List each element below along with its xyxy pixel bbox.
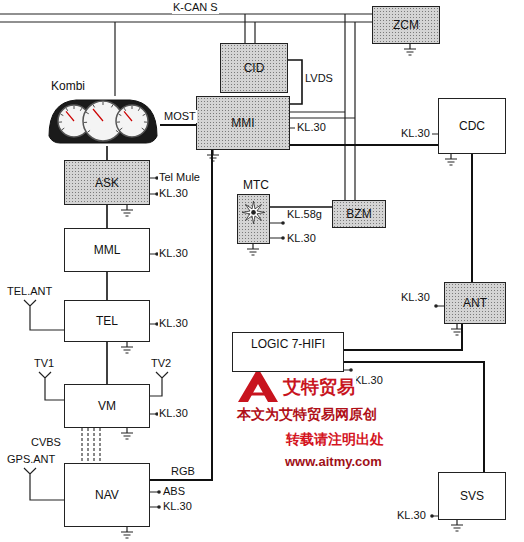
terminal-name: KL.30 (400, 127, 431, 140)
tv1-antenna (39, 372, 64, 400)
controller-box: MMI (196, 96, 290, 150)
watermark: 艾特贸易 (282, 376, 356, 398)
watermark: 转载请注明出处 (285, 430, 385, 448)
signal-name: MOST (163, 110, 197, 123)
terminal-name: KL.30 (353, 374, 384, 387)
node-label: VM (98, 399, 116, 413)
gauge-illustration (46, 96, 160, 146)
signal-name: RGB (170, 465, 196, 478)
watermark: 本文为艾特贸易网原创 (236, 405, 378, 423)
node-label: CDC (459, 119, 485, 133)
antenna-name: TV2 (150, 357, 172, 370)
terminal-name: KL.30 (158, 407, 189, 420)
ecu-box: ZCM (372, 6, 440, 44)
watermark: www.aitmy.com (284, 454, 383, 470)
node-label: TEL (96, 314, 118, 328)
instrument-cluster: Kombi (46, 96, 160, 146)
module-box: TEL (64, 300, 150, 342)
changer-box: CDC (438, 98, 506, 154)
most-connector (106, 146, 108, 160)
terminal-name: KL.30 (158, 187, 189, 200)
module-box: SVS (438, 472, 506, 520)
node-label: BZM (346, 207, 371, 221)
navigation-box: NAV (64, 463, 150, 527)
module-box: ASK (64, 160, 150, 205)
antenna-name: GPS.ANT (6, 453, 56, 466)
terminal-name: KL.30 (158, 317, 189, 330)
signal-name: ABS (162, 485, 186, 498)
most-connector (150, 150, 212, 480)
kcan-bus (0, 14, 372, 22)
most-connector (106, 342, 108, 384)
most-connector (344, 324, 462, 350)
antenna-name: TV1 (33, 357, 55, 370)
terminal-name: KL.30 (162, 500, 193, 513)
node-label: CID (244, 61, 265, 75)
supply-wire (150, 128, 444, 516)
node-label: SVS (460, 489, 484, 503)
node-label: ZCM (393, 18, 419, 32)
knob-symbol (238, 195, 269, 243)
node-label: MML (94, 243, 121, 257)
node-label: LOGIC 7-HIFI (251, 337, 325, 351)
gps-antenna (24, 468, 64, 500)
module-box: MML (64, 228, 150, 272)
most-connector (82, 428, 100, 463)
node-label: ANT (463, 296, 487, 310)
bus-tap (290, 112, 355, 118)
most-connector (288, 60, 302, 104)
signal-name: CVBS (30, 436, 62, 449)
terminal-name: KL.30 (158, 247, 189, 260)
bus-name: K-CAN S (172, 1, 219, 14)
controller-knob: MTC (237, 194, 270, 244)
display-box: CID (220, 43, 288, 93)
most-connector (471, 154, 473, 282)
tel-antenna (24, 300, 64, 330)
terminal-name: KL.30 (400, 291, 431, 304)
antenna-name: TEL.ANT (6, 285, 53, 298)
amplifier-box: LOGIC 7-HIFI (232, 332, 344, 372)
most-connector (290, 144, 438, 146)
most-connector (106, 205, 108, 228)
tv2-antenna (150, 372, 168, 396)
signal-name: LVDS (304, 72, 334, 85)
watermark-logo (238, 368, 278, 402)
bus-drop (115, 14, 355, 200)
most-connector (106, 272, 108, 300)
node-label: ASK (95, 176, 119, 190)
control-box: BZM (332, 200, 386, 228)
node-label: MTC (242, 178, 270, 192)
node-label: MMI (231, 116, 254, 130)
terminal-name: KL.30 (296, 121, 327, 134)
node-label: NAV (95, 488, 119, 502)
most-connector (160, 124, 196, 126)
module-box: VM (64, 384, 150, 428)
terminal-name: KL.30 (396, 509, 427, 522)
signal-name: Tel Mule (158, 171, 201, 184)
node-label: Kombi (50, 79, 86, 93)
antenna-module: ANT (444, 282, 506, 324)
terminal-name: KL.30 (286, 232, 317, 245)
terminal-name: KL.58g (286, 208, 323, 221)
